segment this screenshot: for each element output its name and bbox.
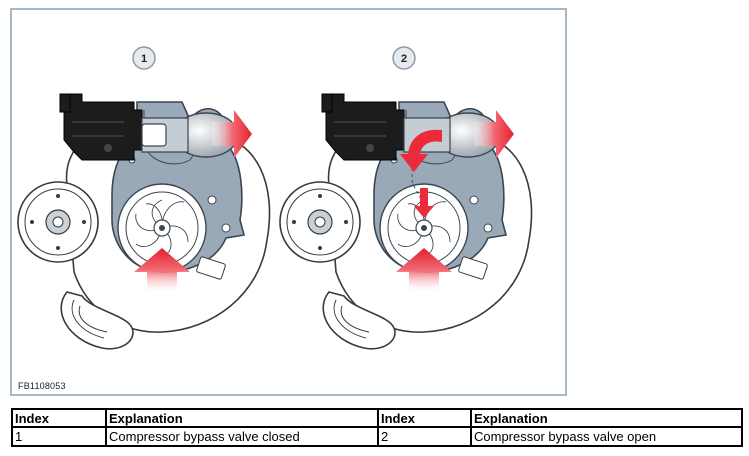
recirculation-arrow xyxy=(414,188,434,218)
cell-index-1: 1 xyxy=(11,426,107,447)
bypass-channel xyxy=(411,150,425,211)
inlet-flow-arrow xyxy=(134,248,190,292)
turbo-panel-open: 2 xyxy=(279,46,533,350)
table-row: 1 Compressor bypass valve closed 2 Compr… xyxy=(11,426,743,447)
header-index-2: Index xyxy=(377,408,472,428)
cell-explanation-1: Compressor bypass valve closed xyxy=(105,426,379,447)
figure-id: FB1108053 xyxy=(18,381,66,391)
bypass-flow-arrow xyxy=(400,129,442,172)
callout-2-label: 2 xyxy=(401,53,407,65)
cell-explanation-2: Compressor bypass valve open xyxy=(470,426,743,447)
outlet-flow-arrow xyxy=(474,110,514,158)
outlet-flow-arrow xyxy=(212,110,252,158)
cell-index-2: 2 xyxy=(377,426,472,447)
inlet-flow-arrow xyxy=(396,248,452,292)
callout-1: 1 xyxy=(132,46,156,70)
legend-header-row: Index Explanation Index Explanation xyxy=(11,408,743,428)
header-index-1: Index xyxy=(11,408,107,428)
turbo-panel-closed: 1 xyxy=(17,46,271,350)
header-explanation-2: Explanation xyxy=(470,408,743,428)
legend-table: Index Explanation Index Explanation 1 Co… xyxy=(11,408,743,447)
header-explanation-1: Explanation xyxy=(105,408,379,428)
figure-frame: 1 2 FB1108053 xyxy=(10,8,567,396)
closed-valve-piston xyxy=(141,123,167,147)
callout-2: 2 xyxy=(392,46,416,70)
callout-1-label: 1 xyxy=(141,53,147,65)
turbo-illustration: 1 2 xyxy=(17,46,533,350)
